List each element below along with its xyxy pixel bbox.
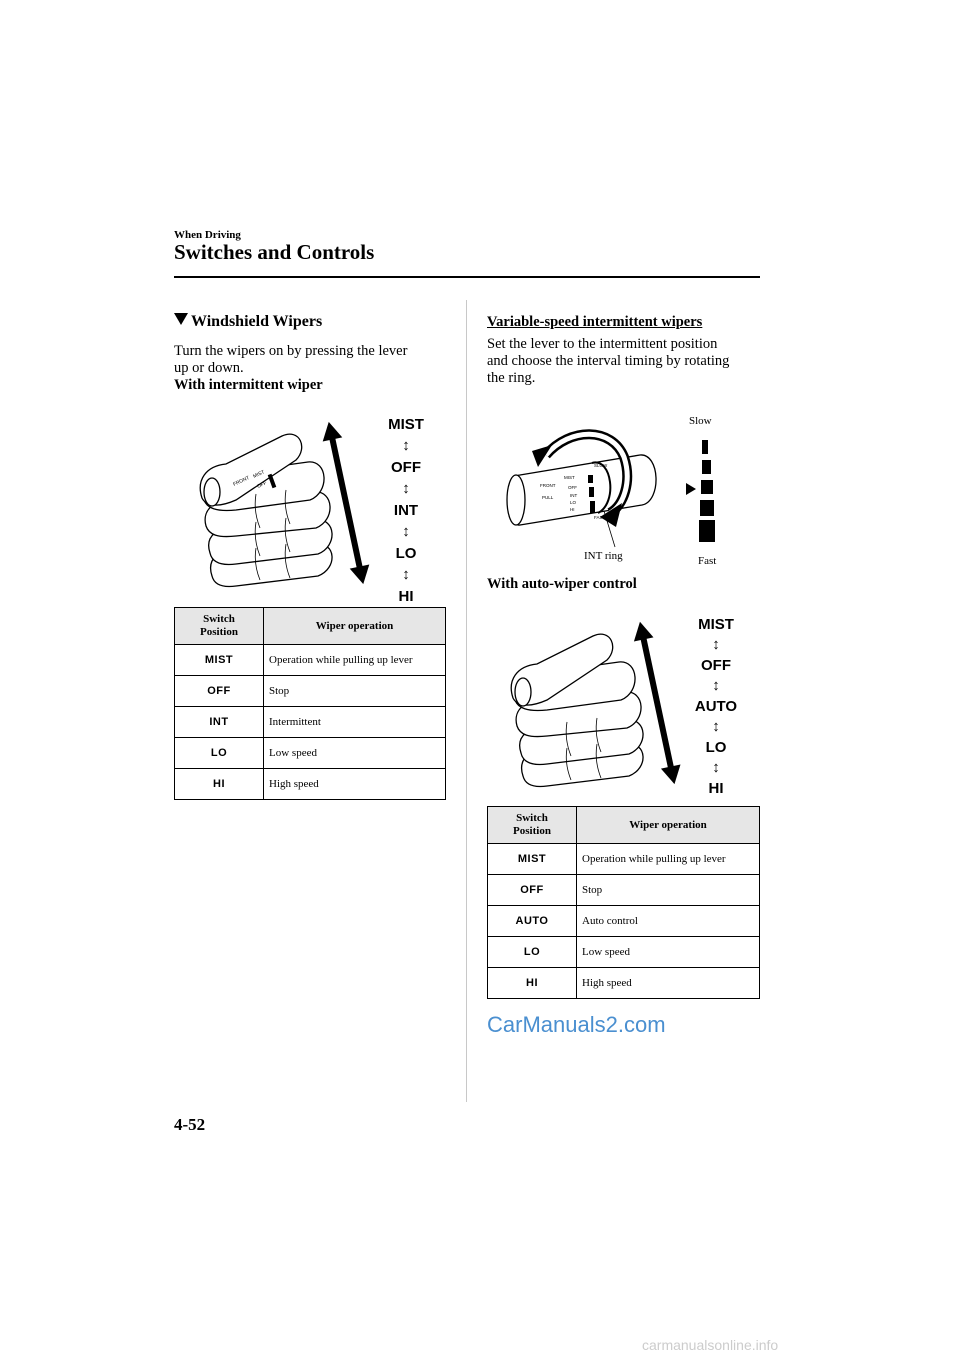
- table-row: OFF Stop: [487, 874, 760, 906]
- lever-text-hi: HI: [570, 507, 575, 512]
- position-chip: HI: [213, 778, 225, 790]
- col-switch-position: Switch Position: [174, 607, 264, 645]
- up-down-arrow-icon: ↕: [712, 636, 720, 653]
- position-label-mist: MIST: [388, 416, 424, 433]
- intro-line: the ring.: [487, 370, 536, 386]
- position-label-hi: HI: [708, 780, 724, 797]
- wiper-table-auto: Switch Position Wiper operation MIST Oper…: [487, 806, 760, 999]
- int-ring-illustration: FRONT MIST OFF INT LO HI PULL SLOW FAST: [506, 429, 715, 548]
- section-label: When Driving: [174, 229, 241, 241]
- right-intro: Set the lever to the intermittent positi…: [487, 336, 729, 387]
- int-ring-label: INT ring: [584, 550, 623, 562]
- intro-line: Turn the wipers on by pressing the lever: [174, 343, 408, 359]
- table-row: LO Low speed: [174, 737, 446, 769]
- svg-text:OFF: OFF: [256, 480, 268, 490]
- lever-text-mist: MIST: [564, 475, 575, 480]
- fast-label: Fast: [698, 555, 717, 567]
- lever-text-pull: PULL: [542, 495, 554, 500]
- lever-text-off: OFF: [568, 485, 577, 490]
- position-chip: MIST: [517, 853, 547, 865]
- table-row: MIST Operation while pulling up lever: [174, 644, 446, 676]
- operation-cell: Stop: [263, 675, 446, 707]
- triangle-bullet-icon: [174, 313, 188, 325]
- right-position-labels: MIST ↕ OFF ↕ AUTO ↕ LO ↕ HI: [686, 616, 746, 797]
- header-rule: [174, 276, 760, 278]
- position-label-int: INT: [393, 502, 419, 519]
- table-row: INT Intermittent: [174, 706, 446, 738]
- up-down-arrow-icon: ↕: [712, 718, 720, 735]
- lever-text-lo: LO: [570, 500, 577, 505]
- intro-line: and choose the interval timing by rotati…: [487, 353, 730, 369]
- position-chip: MIST: [204, 654, 234, 666]
- position-chip: OFF: [207, 685, 231, 697]
- operation-cell: Low speed: [263, 737, 446, 769]
- position-chip: LO: [210, 747, 228, 759]
- table-header-row: Switch Position Wiper operation: [174, 607, 446, 645]
- intro-line: up or down.: [174, 360, 244, 376]
- position-chip: AUTO: [515, 915, 549, 927]
- page-title: Switches and Controls: [174, 240, 375, 264]
- table-row: HI High speed: [487, 967, 760, 999]
- position-chip: OFF: [520, 884, 544, 896]
- wiper-lever-illustration: FRONT MIST OFF: [199, 421, 370, 588]
- up-down-arrow-icon: ↕: [402, 523, 410, 540]
- footer-site-watermark: carmanualsonline.info: [642, 1337, 779, 1353]
- lever-text-fast: FAST: [594, 515, 606, 520]
- lever-text-slow: SLOW: [594, 463, 608, 468]
- left-intro: Turn the wipers on by pressing the lever…: [174, 343, 407, 377]
- col-wiper-operation: Wiper operation: [576, 806, 760, 844]
- position-label-auto: AUTO: [694, 698, 738, 715]
- watermark-logo: CarManuals2.com: [487, 1012, 666, 1037]
- operation-cell: High speed: [576, 967, 760, 999]
- position-chip: HI: [526, 977, 538, 989]
- position-chip: INT: [209, 716, 229, 728]
- position-label-off: OFF: [391, 459, 421, 476]
- variable-speed-heading: Variable-speed intermittent wipers: [487, 314, 703, 330]
- right-subheading: With auto-wiper control: [487, 576, 637, 592]
- table-row: HI High speed: [174, 768, 446, 800]
- table-row: AUTO Auto control: [487, 905, 760, 937]
- column-divider: [466, 300, 467, 1102]
- col-switch-position: Switch Position: [487, 806, 577, 844]
- operation-cell: Stop: [576, 874, 760, 906]
- table-row: LO Low speed: [487, 936, 760, 968]
- header-text: Position: [513, 825, 551, 837]
- position-label-mist: MIST: [698, 616, 734, 633]
- intro-line: Set the lever to the intermittent positi…: [487, 336, 718, 352]
- operation-cell: High speed: [263, 768, 446, 800]
- position-label-hi: HI: [398, 588, 414, 605]
- position-chip: LO: [523, 946, 541, 958]
- up-down-arrow-icon: ↕: [402, 480, 410, 497]
- heading-text: Windshield Wipers: [191, 313, 323, 330]
- operation-cell: Operation while pulling up lever: [576, 843, 760, 875]
- up-down-arrow-icon: ↕: [402, 566, 410, 583]
- left-position-labels: MIST ↕ OFF ↕ INT ↕ LO ↕ HI: [376, 416, 436, 605]
- header-text: Position: [200, 626, 238, 638]
- operation-cell: Operation while pulling up lever: [263, 644, 446, 676]
- header-text: Switch: [516, 812, 548, 824]
- up-down-arrow-icon: ↕: [402, 437, 410, 454]
- lever-text-front: FRONT: [540, 483, 556, 488]
- position-label-off: OFF: [701, 657, 731, 674]
- position-label-lo: LO: [705, 739, 727, 756]
- operation-cell: Auto control: [576, 905, 760, 937]
- auto-wiper-lever-illustration: [510, 621, 681, 788]
- header-text: Switch: [203, 613, 235, 625]
- up-down-arrow-icon: ↕: [712, 759, 720, 776]
- svg-text:MIST: MIST: [252, 469, 265, 479]
- slow-label: Slow: [689, 415, 712, 427]
- operation-cell: Intermittent: [263, 706, 446, 738]
- col-wiper-operation: Wiper operation: [263, 607, 446, 645]
- lever-text-int: INT: [570, 493, 578, 498]
- windshield-wipers-heading: Windshield Wipers: [174, 313, 322, 331]
- up-down-arrow-icon: ↕: [712, 677, 720, 694]
- position-label-lo: LO: [395, 545, 417, 562]
- table-header-row: Switch Position Wiper operation: [487, 806, 760, 844]
- left-subheading: With intermittent wiper: [174, 377, 323, 393]
- table-row: MIST Operation while pulling up lever: [487, 843, 760, 875]
- operation-cell: Low speed: [576, 936, 760, 968]
- wiper-table-intermittent: Switch Position Wiper operation MIST Oper…: [174, 607, 446, 800]
- table-row: OFF Stop: [174, 675, 446, 707]
- page-number: 4-52: [174, 1115, 206, 1134]
